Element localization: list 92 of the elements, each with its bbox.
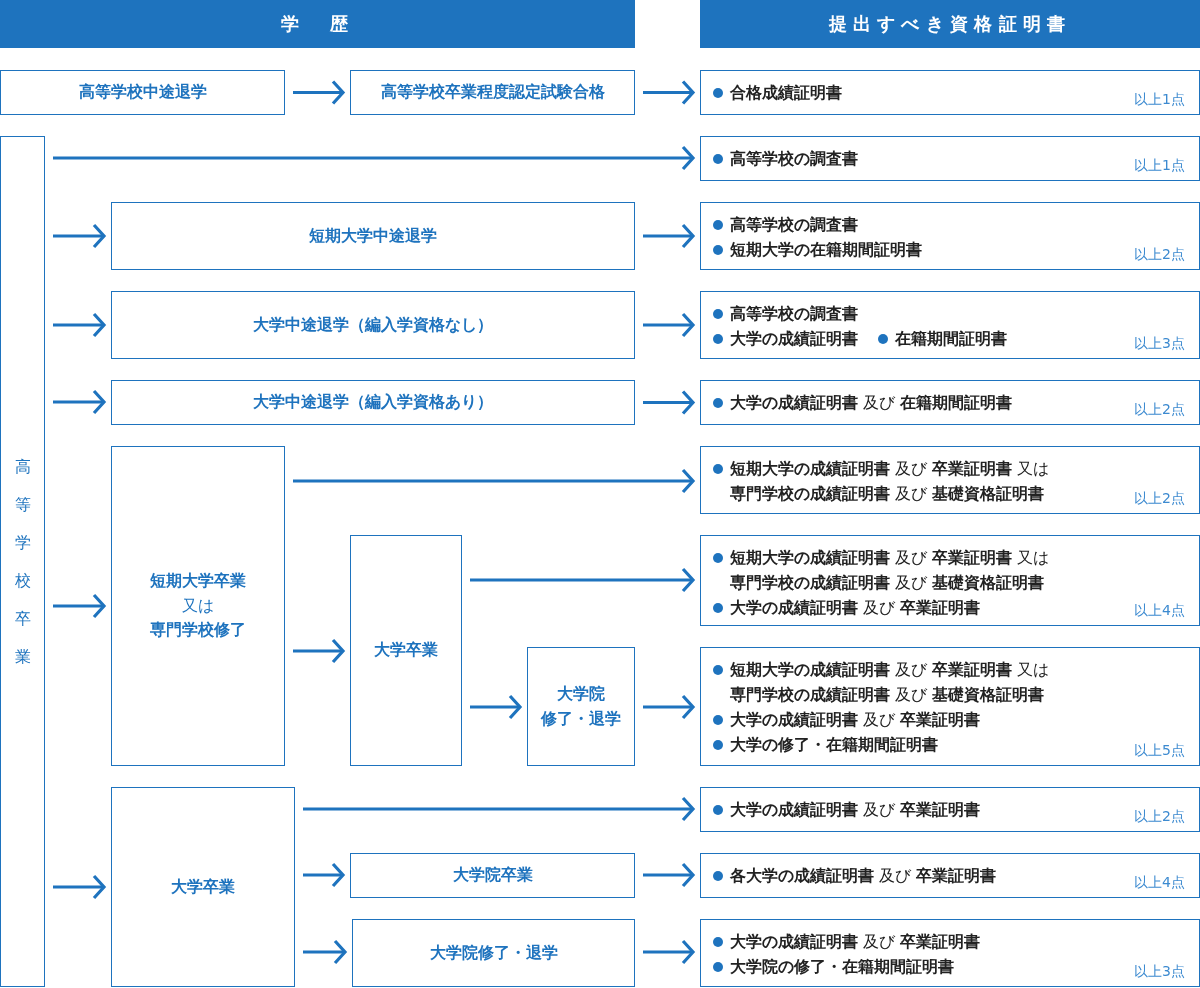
bullet-item: 短期大学の成績証明書 及び 卒業証明書 又は専門学校の成績証明書 及び 基礎資格証明書 bbox=[713, 545, 1057, 595]
box-text: 専門学校修了 bbox=[150, 619, 246, 642]
bullet-item: 大学の成績証明書 及び 卒業証明書 bbox=[713, 707, 1057, 732]
count-note: 以上1点 bbox=[1134, 156, 1185, 174]
box-text: 修了・退学 bbox=[541, 707, 621, 730]
education-box bbox=[527, 647, 635, 766]
arrow bbox=[470, 694, 522, 720]
bullet-item: 大学の成績証明書 及び 在籍期間証明書 bbox=[713, 390, 1057, 415]
header-text: 学 歴 bbox=[281, 12, 354, 36]
arrow bbox=[53, 223, 106, 249]
arrow bbox=[53, 389, 106, 415]
education-box bbox=[0, 136, 45, 987]
count-note: 以上4点 bbox=[1134, 601, 1185, 619]
document-box bbox=[700, 446, 1200, 514]
bullet-item: 大学の成績証明書 及び 卒業証明書 bbox=[713, 797, 1057, 822]
education-box bbox=[0, 70, 285, 115]
box-text: 高等学校中途退学 bbox=[78, 81, 207, 104]
box-text: 大学院修了・退学 bbox=[429, 941, 558, 964]
document-box bbox=[700, 291, 1200, 359]
arrow bbox=[643, 389, 695, 416]
arrow bbox=[53, 312, 106, 338]
document-box bbox=[700, 853, 1200, 898]
bullet-item: 大学の修了・在籍期間証明書 bbox=[713, 732, 1057, 757]
count-note: 以上5点 bbox=[1134, 741, 1185, 759]
bullet-item: 在籍期間証明書 bbox=[878, 326, 1007, 351]
bullet-item: 短期大学の成績証明書 及び 卒業証明書 又は専門学校の成績証明書 及び 基礎資格証明書 bbox=[713, 657, 1057, 707]
box-text: 短期大学中途退学 bbox=[309, 224, 437, 247]
education-box bbox=[111, 202, 635, 270]
education-box bbox=[350, 70, 635, 115]
bullet-item: 大学院の修了・在籍期間証明書 bbox=[713, 954, 1057, 979]
arrow bbox=[643, 312, 695, 338]
header-bar bbox=[700, 0, 1200, 48]
education-box bbox=[111, 446, 285, 766]
arrow bbox=[53, 145, 695, 171]
document-box bbox=[700, 380, 1200, 425]
arrow bbox=[53, 874, 106, 900]
count-note: 以上3点 bbox=[1134, 962, 1185, 980]
box-text: 大学院卒業 bbox=[452, 864, 533, 887]
bullet-item: 大学の成績証明書 bbox=[713, 326, 858, 351]
education-box bbox=[352, 919, 635, 987]
document-box bbox=[700, 535, 1200, 626]
header-text: 提出すべき資格証明書 bbox=[828, 12, 1072, 36]
bullet-item: 大学の成績証明書 及び 卒業証明書 bbox=[713, 595, 1057, 620]
arrow bbox=[303, 862, 345, 888]
arrow bbox=[643, 223, 695, 249]
arrow bbox=[643, 79, 695, 106]
bullet-item: 高等学校の調査書 bbox=[713, 301, 1057, 326]
arrow bbox=[303, 939, 347, 965]
education-box bbox=[350, 853, 635, 898]
box-text: 大学卒業 bbox=[374, 639, 438, 662]
box-text: 大学中途退学（編入学資格なし） bbox=[253, 313, 493, 336]
bullet-item: 高等学校の調査書 bbox=[713, 212, 1057, 237]
arrow bbox=[293, 79, 345, 106]
bullet-item: 各大学の成績証明書 及び 卒業証明書 bbox=[713, 863, 1057, 888]
arrow bbox=[293, 638, 345, 664]
box-text: 大学卒業 bbox=[171, 875, 235, 898]
box-text: 又は bbox=[182, 594, 214, 617]
count-note: 以上1点 bbox=[1134, 90, 1185, 108]
box-text: 大学院 bbox=[557, 682, 605, 705]
document-box bbox=[700, 136, 1200, 181]
bullet-item: 大学の成績証明書 及び 卒業証明書 bbox=[713, 929, 1057, 954]
arrow bbox=[53, 593, 106, 619]
arrow bbox=[643, 862, 695, 888]
arrow bbox=[643, 939, 695, 965]
education-box bbox=[111, 380, 635, 425]
document-box bbox=[700, 919, 1200, 987]
arrow bbox=[293, 468, 695, 494]
arrow bbox=[303, 796, 695, 822]
bullet-item: 高等学校の調査書 bbox=[713, 146, 1057, 171]
arrow bbox=[643, 694, 695, 720]
count-note: 以上2点 bbox=[1134, 245, 1185, 263]
education-box bbox=[350, 535, 462, 766]
document-box bbox=[700, 202, 1200, 270]
document-box bbox=[700, 787, 1200, 832]
count-note: 以上2点 bbox=[1134, 400, 1185, 418]
bullet-item: 短期大学の成績証明書 及び 卒業証明書 又は専門学校の成績証明書 及び 基礎資格証明書 bbox=[713, 456, 1057, 506]
box-text: 短期大学卒業 bbox=[150, 569, 246, 592]
arrow bbox=[470, 567, 695, 593]
bullet-item: 合格成績証明書 bbox=[713, 80, 1057, 105]
count-note: 以上2点 bbox=[1134, 807, 1185, 825]
box-text: 大学中途退学（編入学資格あり） bbox=[253, 391, 493, 414]
box-text: 高等学校卒業程度認定試験合格 bbox=[380, 81, 605, 104]
header-bar bbox=[0, 0, 635, 48]
bullet-item: 短期大学の在籍期間証明書 bbox=[713, 237, 1057, 262]
count-note: 以上4点 bbox=[1134, 873, 1185, 891]
document-box bbox=[700, 647, 1200, 766]
count-note: 以上2点 bbox=[1134, 489, 1185, 507]
education-box bbox=[111, 787, 295, 987]
count-note: 以上3点 bbox=[1134, 334, 1185, 352]
document-box bbox=[700, 70, 1200, 115]
education-box bbox=[111, 291, 635, 359]
box-text: 高等学校卒業 bbox=[14, 455, 31, 668]
